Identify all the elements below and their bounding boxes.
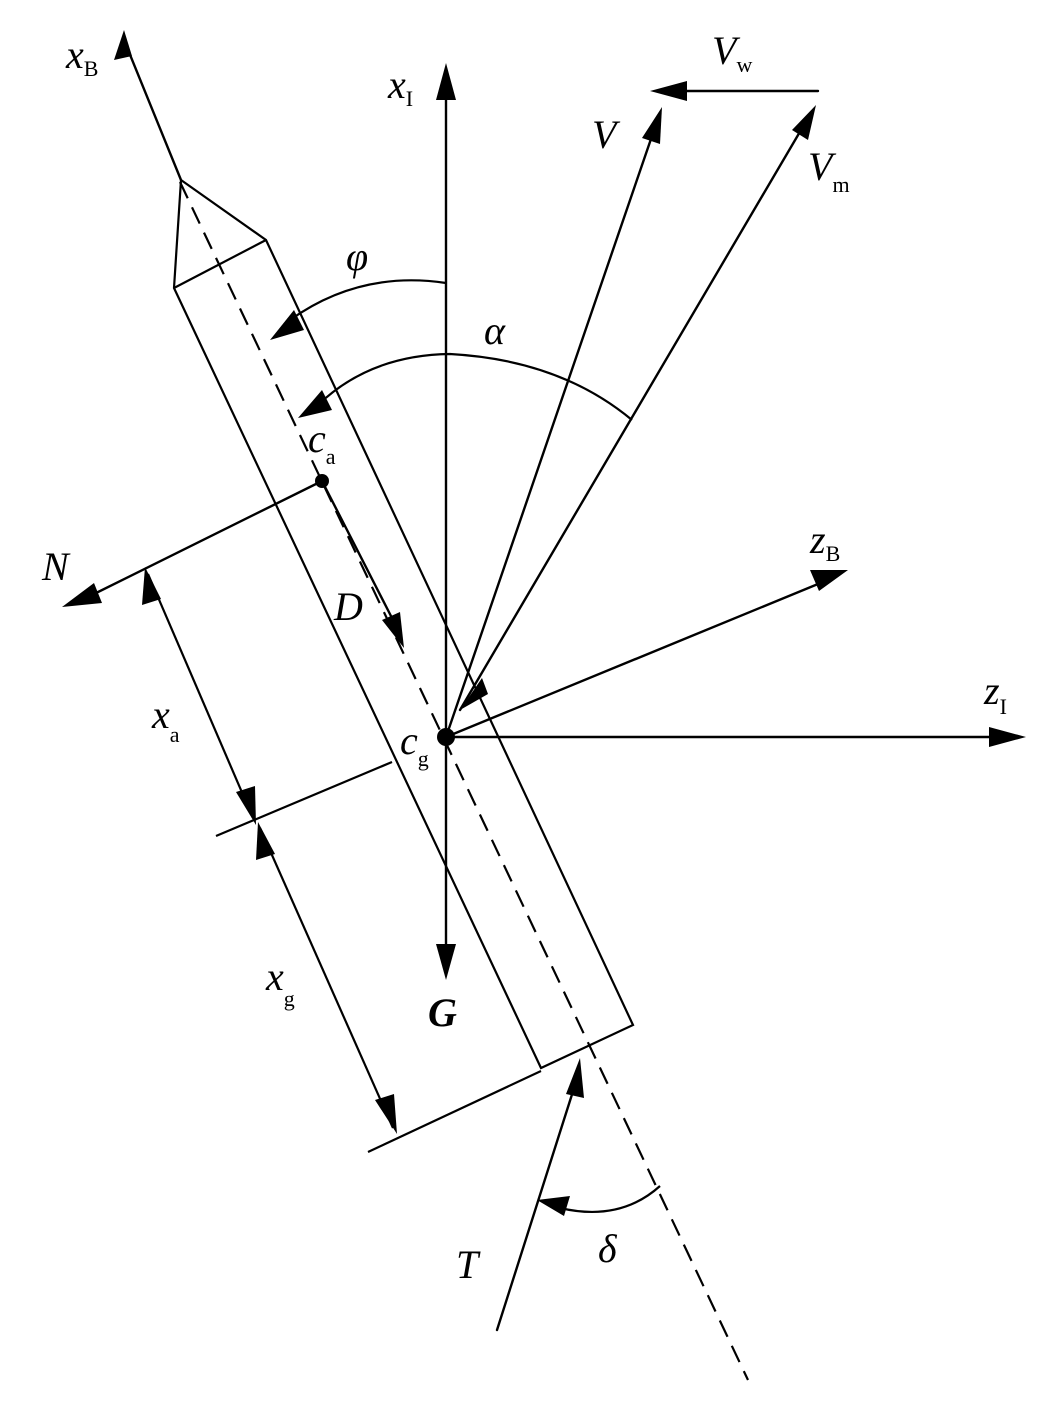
delta-arrowhead: [537, 1196, 570, 1216]
T-vector: [495, 1083, 577, 1332]
delta-arc: [559, 1185, 661, 1214]
zI-label: zI: [983, 668, 1007, 719]
N-label: N: [41, 544, 71, 589]
Vw-label: Vw: [712, 28, 752, 77]
xg-arrowhead-bottom: [375, 1094, 397, 1134]
alpha-arrowhead: [298, 390, 332, 418]
delta-label: δ: [598, 1226, 618, 1271]
cg-dimension-extension: [215, 760, 393, 838]
Vm-lower-arrowhead: [460, 678, 488, 710]
tail-dimension-extension: [367, 1070, 542, 1153]
xI-arrowhead: [436, 63, 456, 100]
phi-label: φ: [346, 234, 368, 279]
xB-axis: [122, 38, 183, 182]
T-label: T: [456, 1242, 481, 1287]
phi-arc: [289, 279, 447, 321]
G-label: G: [428, 990, 457, 1035]
xI-label: xI: [387, 62, 413, 111]
Vm-arrowhead: [792, 105, 816, 140]
alpha-label: α: [484, 308, 506, 353]
xB-arrowhead: [114, 30, 132, 60]
phi-arrowhead: [270, 310, 304, 340]
G-arrowhead: [436, 944, 456, 980]
xB-label: xB: [65, 32, 98, 81]
D-label: D: [333, 584, 363, 629]
xa-dimension-line: [146, 573, 255, 819]
Vw-arrowhead: [650, 81, 687, 101]
zB-label: zB: [809, 517, 840, 566]
xa-arrowhead-bottom: [236, 786, 256, 825]
cg-label: cg: [400, 718, 429, 771]
ca-label: ca: [308, 416, 336, 469]
N-arrowhead: [62, 583, 102, 607]
N-vector: [88, 479, 324, 598]
xg-dimension-line: [258, 827, 395, 1129]
xg-arrowhead-top: [256, 822, 275, 860]
xa-label: xa: [151, 692, 180, 747]
rocket-outline: [172, 177, 635, 1070]
body-centerline: [179, 181, 749, 1381]
zB-arrowhead: [810, 570, 848, 591]
V-arrowhead: [642, 107, 662, 144]
D-vector: [320, 479, 395, 622]
alpha-arc: [317, 352, 633, 421]
D-arrowhead: [382, 612, 404, 648]
zB-axis: [444, 582, 820, 739]
xa-arrowhead-top: [142, 567, 161, 605]
V-vector: [444, 134, 654, 739]
Vm-label: Vm: [808, 144, 850, 197]
V-label: V: [592, 112, 621, 157]
zI-arrowhead: [989, 727, 1026, 747]
T-arrowhead: [566, 1058, 584, 1098]
xg-label: xg: [265, 954, 295, 1011]
